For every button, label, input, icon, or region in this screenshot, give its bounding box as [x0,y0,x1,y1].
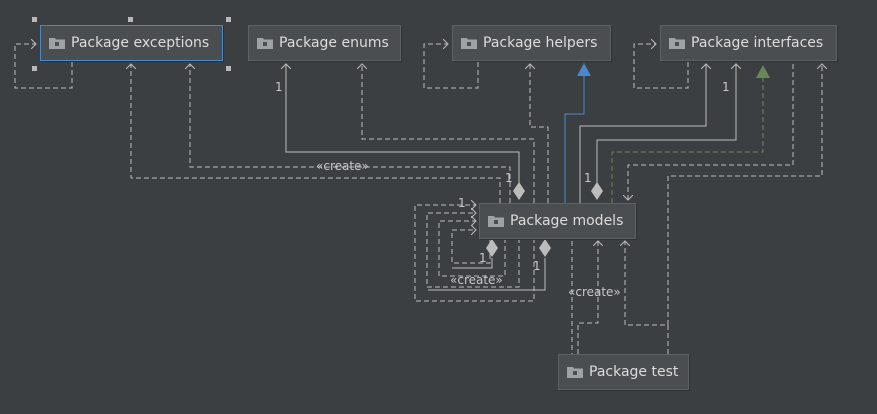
selection-handle[interactable] [32,66,37,71]
multiplicity-label: 1 [275,80,283,94]
package-helpers-node[interactable]: Package helpers [452,25,611,61]
self-dependency-exceptions [14,44,73,89]
package-test-node[interactable]: Package test [558,354,689,390]
folder-package-icon [567,367,583,378]
multiplicity-label: 1 [505,171,513,185]
multiplicity-label: 1 [584,171,592,185]
self-dependency-interfaces [633,44,689,89]
folder-package-icon [669,38,685,49]
aggregation-diamonds [486,182,603,257]
package-models-node[interactable]: Package models [479,203,636,239]
package-exceptions-label: Package exceptions [71,35,210,51]
folder-package-icon [49,38,65,49]
selection-handle[interactable] [128,17,133,22]
package-models-label: Package models [510,213,624,229]
dependency-models-helpers [530,64,549,203]
folder-package-icon [461,38,477,49]
self-dependency-models [414,205,535,302]
multiplicity-label: 1 [479,251,487,265]
association-models-self [428,258,546,291]
package-exceptions-node[interactable]: Package exceptions [40,25,223,61]
multiplicity-label: 1 [533,259,541,273]
dependency-interfaces-models [628,64,794,200]
selection-handle[interactable] [32,17,37,22]
folder-package-icon [488,216,504,227]
association-models-enums [286,64,520,188]
selection-handle[interactable] [226,66,231,71]
dependency-models-exceptions [131,64,511,203]
create-label: «create» [450,273,503,287]
inheritance-models-helpers [564,74,585,203]
implementation-models-interfaces [611,78,764,203]
create-label: «create» [568,285,621,299]
create-label: «create» [316,159,369,173]
selection-handle[interactable] [226,17,231,22]
multiplicity-label: 1 [722,80,730,94]
package-enums-label: Package enums [279,35,389,51]
dependency-models-enums [362,64,535,203]
dependency-test-interfaces [667,64,822,325]
association-models-interfaces [579,64,736,203]
package-test-label: Package test [589,364,679,380]
package-enums-node[interactable]: Package enums [248,25,401,61]
self-dependency-helpers [423,44,479,89]
inheritance-arrowhead [577,63,591,76]
multiplicity-label: 1 [458,196,466,210]
implementation-arrowhead [756,65,770,78]
package-helpers-label: Package helpers [483,35,598,51]
folder-package-icon [257,38,273,49]
package-interfaces-label: Package interfaces [691,35,824,51]
package-interfaces-node[interactable]: Package interfaces [660,25,837,61]
dependency-test-models [571,241,669,354]
